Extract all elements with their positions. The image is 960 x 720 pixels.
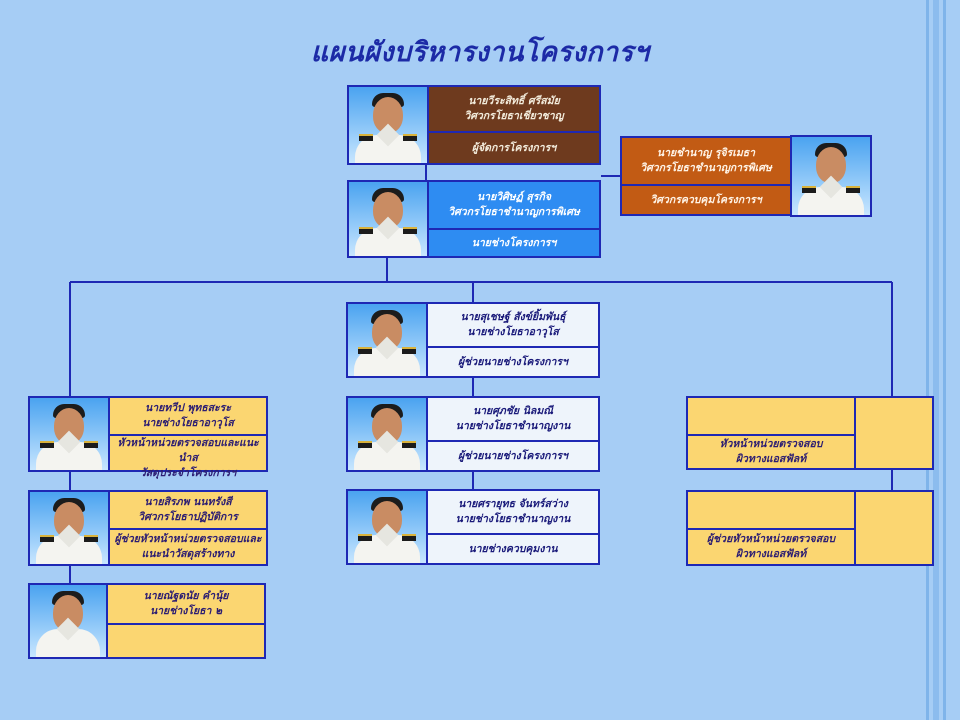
person-name: นายณัฐดนัย คำนุ้ย <box>143 590 229 602</box>
person-name: นายวิศิษฏ์ สุรกิจ <box>477 191 551 203</box>
person-photo <box>28 583 108 659</box>
info-panel: นายชำนาญ รุจิรเมธา วิศวกรโยธาชำนาญการพิเ… <box>620 136 792 216</box>
decorative-stripes <box>926 0 946 720</box>
person-role: ผู้ช่วยนายช่างโครงการฯ <box>458 449 568 462</box>
person-role: ผู้จัดการโครงการฯ <box>471 141 557 154</box>
person-photo <box>347 180 429 258</box>
person-name: นายทวีป พุทธสะระ <box>145 402 231 414</box>
node-assistant-engineer-2: นายศุภชัย นิลมณี นายช่างโยธาชำนาญงาน ผู้… <box>346 396 600 472</box>
person-photo <box>346 489 428 565</box>
person-role: นายช่างควบคุมงาน <box>468 542 558 555</box>
person-name: นายสิรภพ นนทรังสี <box>144 496 232 508</box>
person-role: หัวหน้าหน่วยตรวจสอบและแนะนำส <box>117 437 259 464</box>
role-box: ผู้ช่วยหัวหน้าหน่วยตรวจสอบ ผิวทางแอสฟัลท… <box>688 528 854 564</box>
node-assistant-engineer-1: นายสุเชษฐ์ สังข์ยิ้มพันธุ์ นายช่างโยธาอา… <box>346 302 600 378</box>
node-project-manager: นายวีระสิทธิ์ ศรีสมัย วิศวกรโยธาเชี่ยวชา… <box>347 85 601 165</box>
person-photo <box>790 135 872 217</box>
node-technician: นายณัฐดนัย คำนุ้ย นายช่างโยธา ๒ <box>28 583 266 659</box>
person-photo <box>346 302 428 378</box>
person-name: นายชำนาญ รุจิรเมธา <box>656 147 756 159</box>
person-position: นายช่างโยธาอาวุโส <box>467 326 559 338</box>
person-position: วิศวกรโยธาชำนาญการพิเศษ <box>640 162 772 174</box>
info-panel: นายสิรภพ นนทรังสี วิศวกรโยธาปฏิบัติการ ผ… <box>108 490 268 566</box>
page-title: แผนผังบริหารงานโครงการฯ <box>310 37 650 68</box>
person-role: วิศวกรควบคุมโครงการฯ <box>650 193 762 206</box>
person-photo <box>28 396 110 472</box>
person-role: นายช่างโครงการฯ <box>471 236 557 249</box>
info-panel: นายณัฐดนัย คำนุ้ย นายช่างโยธา ๒ <box>106 583 266 659</box>
person-position: วิศวกรโยธาเชี่ยวชาญ <box>464 110 564 122</box>
node-materials-inspection-assistant: นายสิรภพ นนทรังสี วิศวกรโยธาปฏิบัติการ ผ… <box>28 490 268 566</box>
photo-placeholder <box>854 396 934 470</box>
person-position: นายช่างโยธาชำนาญงาน <box>455 513 571 525</box>
info-panel: นายทวีป พุทธสะระ นายช่างโยธาอาวุโส หัวหน… <box>108 396 268 479</box>
info-panel: นายวีระสิทธิ์ ศรีสมัย วิศวกรโยธาเชี่ยวชา… <box>427 85 601 165</box>
person-photo <box>347 85 429 165</box>
person-position: วิศวกรโยธาชำนาญการพิเศษ <box>448 206 580 218</box>
info-panel: นายศุภชัย นิลมณี นายช่างโยธาชำนาญงาน ผู้… <box>426 396 600 472</box>
person-role: วัสดุประจำโครงการฯ <box>139 467 237 479</box>
node-materials-inspection-head: นายทวีป พุทธสะระ นายช่างโยธาอาวุโส หัวหน… <box>28 396 268 479</box>
person-photo <box>28 490 110 566</box>
person-position: วิศวกรโยธาปฏิบัติการ <box>138 511 238 523</box>
role-box: หัวหน้าหน่วยตรวจสอบ ผิวทางแอสฟัลท์ <box>688 434 854 468</box>
person-position: นายช่างโยธาชำนาญงาน <box>455 420 571 432</box>
person-role: ผิวทางแอสฟัลท์ <box>735 453 807 465</box>
person-name: นายวีระสิทธิ์ ศรีสมัย <box>468 95 560 107</box>
person-role: ผู้ช่วยหัวหน้าหน่วยตรวจสอบ <box>706 533 836 545</box>
person-role: ผู้ช่วยนายช่างโครงการฯ <box>458 355 568 368</box>
person-name: นายศุภชัย นิลมณี <box>472 405 554 417</box>
person-position: นายช่างโยธา ๒ <box>149 605 223 617</box>
node-work-controller: นายศรายุทธ จันทร์สว่าง นายช่างโยธาชำนาญง… <box>346 489 600 565</box>
person-name: นายสุเชษฐ์ สังข์ยิ้มพันธุ์ <box>460 311 566 323</box>
person-role: ผู้ช่วยหัวหน้าหน่วยตรวจสอบและ <box>114 533 262 545</box>
info-panel: นายวิศิษฏ์ สุรกิจ วิศวกรโยธาชำนาญการพิเศ… <box>427 180 601 258</box>
person-role: หัวหน้าหน่วยตรวจสอบ <box>719 438 823 450</box>
info-panel: นายศรายุทธ จันทร์สว่าง นายช่างโยธาชำนาญง… <box>426 489 600 565</box>
person-position: นายช่างโยธาอาวุโส <box>142 417 234 429</box>
node-project-supervisor: นายชำนาญ รุจิรเมธา วิศวกรโยธาชำนาญการพิเ… <box>620 135 872 217</box>
photo-placeholder <box>854 490 934 566</box>
info-panel: นายสุเชษฐ์ สังข์ยิ้มพันธุ์ นายช่างโยธาอา… <box>426 302 600 378</box>
node-asphalt-inspection-assistant: ผู้ช่วยหัวหน้าหน่วยตรวจสอบ ผิวทางแอสฟัลท… <box>686 490 856 566</box>
person-name: นายศรายุทธ จันทร์สว่าง <box>458 498 568 510</box>
person-role: ผิวทางแอสฟัลท์ <box>735 548 807 560</box>
person-photo <box>346 396 428 472</box>
person-role: แนะนำวัสดุสร้างทาง <box>141 548 235 560</box>
node-project-engineer: นายวิศิษฏ์ สุรกิจ วิศวกรโยธาชำนาญการพิเศ… <box>347 180 601 258</box>
node-asphalt-inspection-head: หัวหน้าหน่วยตรวจสอบ ผิวทางแอสฟัลท์ <box>686 396 856 470</box>
